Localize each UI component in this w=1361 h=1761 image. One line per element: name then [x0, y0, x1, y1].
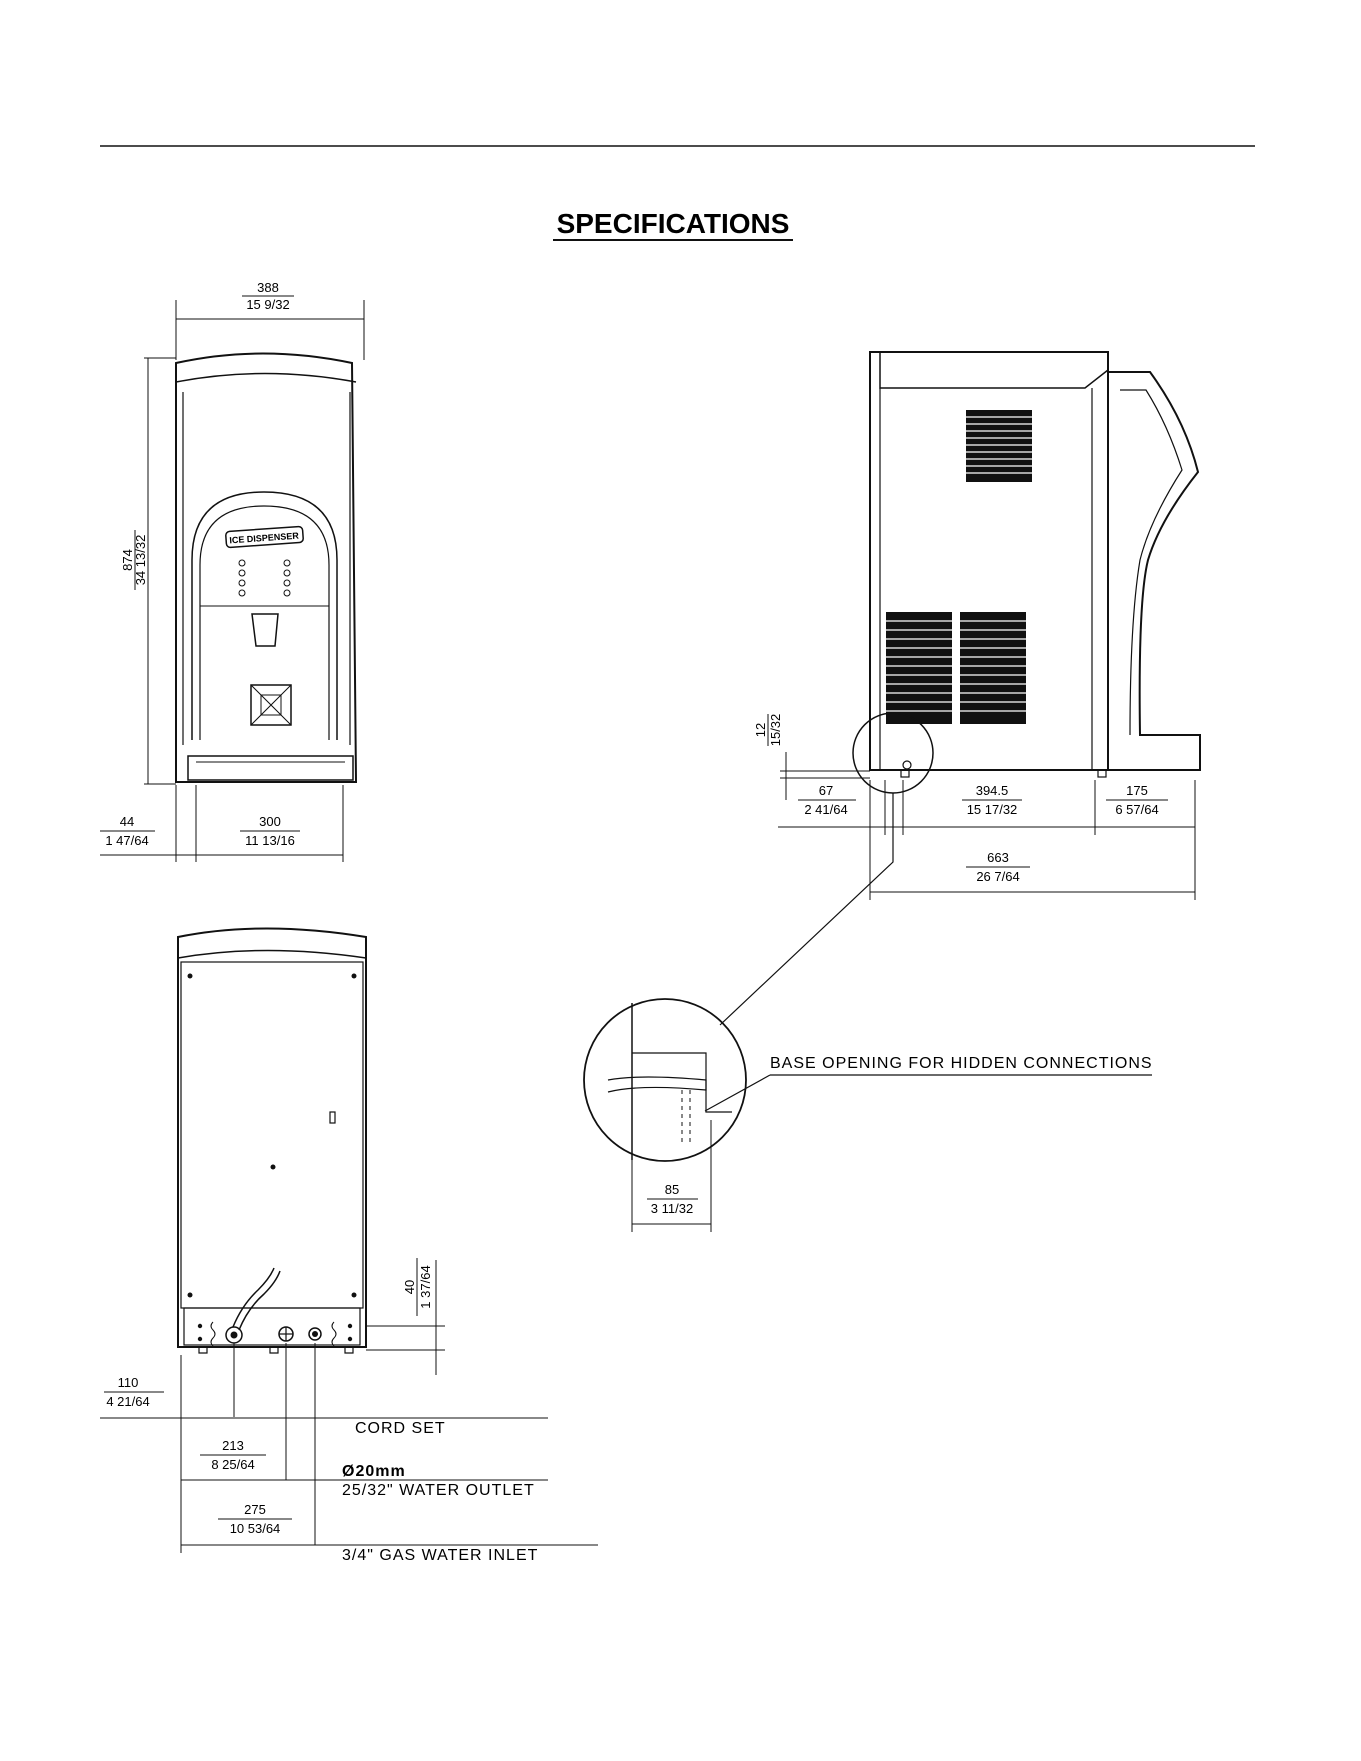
side-body-in: 15 17/32	[967, 802, 1018, 817]
upper-vent	[966, 410, 1032, 482]
front-view: ICE DISPENSER 388 15 9/32 874 34 13/32	[100, 280, 364, 862]
side-foot-mm: 12	[753, 723, 768, 737]
inlet-label: 3/4" GAS WATER INLET	[342, 1547, 538, 1564]
side-view: 12 15/32 67 2 41/64 394.5 15 17/32 175 6…	[720, 352, 1200, 1025]
front-height-in: 34 13/32	[133, 535, 148, 586]
rear-inlet-offset-in: 10 53/64	[230, 1521, 281, 1536]
detail-view: BASE OPENING FOR HIDDEN CONNECTIONS 85 3…	[584, 999, 1153, 1232]
side-total-in: 26 7/64	[976, 869, 1019, 884]
lower-vent-right	[960, 612, 1026, 724]
detail-opening-mm: 85	[665, 1182, 679, 1197]
front-width-mm: 388	[257, 280, 279, 295]
side-rear-mm: 67	[819, 783, 833, 798]
front-offset-in: 1 47/64	[105, 833, 148, 848]
outlet-label: 25/32" WATER OUTLET	[342, 1482, 535, 1499]
rear-view: 40 1 37/64 110 4 21/64 CORD SET 213 8 25…	[100, 929, 598, 1565]
rear-cord-offset-mm: 110	[118, 1375, 139, 1390]
detail-opening-in: 3 11/32	[651, 1201, 693, 1216]
side-front-in: 6 57/64	[1115, 802, 1158, 817]
lower-vent-left	[886, 612, 952, 724]
panel-screws	[188, 974, 357, 1298]
rear-cord-offset-in: 4 21/64	[106, 1394, 149, 1409]
rear-label-slot	[330, 1112, 335, 1123]
detail-label: BASE OPENING FOR HIDDEN CONNECTIONS	[770, 1055, 1153, 1072]
side-total-mm: 663	[987, 850, 1009, 865]
rear-inlet-offset-mm: 275	[244, 1502, 266, 1517]
cord-set	[233, 1268, 274, 1327]
rear-outlet-offset-in: 8 25/64	[211, 1457, 254, 1472]
page-title: SPECIFICATIONS	[557, 208, 790, 239]
outlet-size-label: Ø20mm	[342, 1463, 406, 1480]
push-lever	[251, 685, 291, 725]
rear-outlet-offset-mm: 213	[222, 1438, 244, 1453]
side-foot-in: 15/32	[768, 714, 783, 747]
cord-set-label: CORD SET	[355, 1420, 446, 1437]
ice-dispenser-badge: ICE DISPENSER	[226, 526, 304, 547]
side-front-mm: 175	[1126, 783, 1148, 798]
front-base-in: 11 13/16	[245, 833, 295, 848]
front-width-in: 15 9/32	[246, 297, 289, 312]
side-body-mm: 394.5	[976, 783, 1009, 798]
front-base-mm: 300	[259, 814, 281, 829]
indicator-lights	[239, 560, 290, 596]
front-offset-mm: 44	[120, 814, 134, 829]
ice-chute	[252, 614, 278, 646]
side-rear-in: 2 41/64	[804, 802, 847, 817]
rear-conn-height-in: 1 37/64	[418, 1265, 433, 1308]
rear-conn-height-mm: 40	[402, 1280, 417, 1294]
